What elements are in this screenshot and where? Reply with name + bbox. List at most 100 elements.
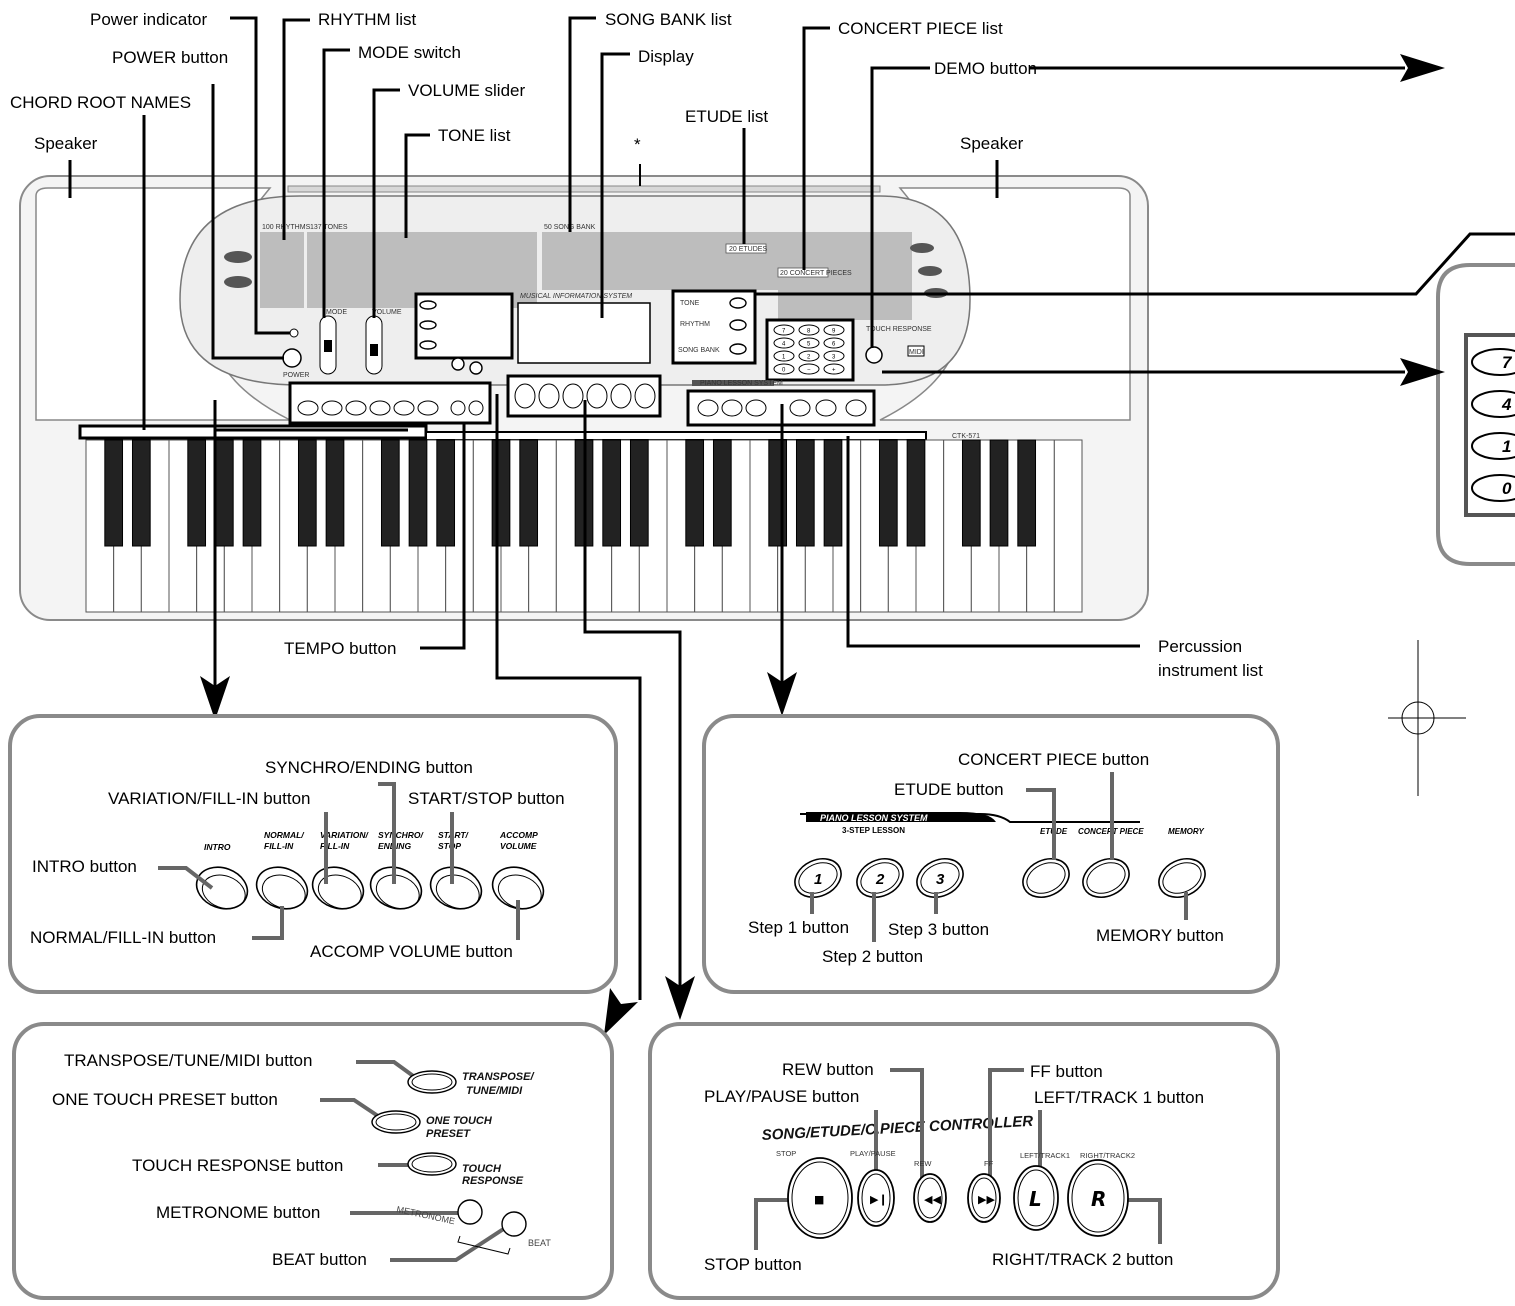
black-key[interactable] [961,439,981,547]
power-button-label: POWER button [112,48,228,67]
beat-button[interactable] [501,1211,527,1237]
numpad-key[interactable] [798,324,820,336]
black-key[interactable] [685,439,705,547]
rew-button[interactable] [913,1173,947,1223]
percussion-label-2: instrument list [1158,661,1263,680]
black-key[interactable] [104,439,124,547]
start-stop-label: START/STOP button [408,789,565,808]
black-key[interactable] [878,439,898,547]
display-label: Display [638,47,694,66]
black-key[interactable] [436,439,456,547]
accomp-mini-button[interactable] [345,400,367,416]
accomp-mini-button[interactable] [321,400,343,416]
touch-cap-2: RESPONSE [462,1175,524,1187]
numpad-key[interactable] [823,363,845,375]
lesson-mini-button[interactable] [745,399,767,417]
song-bank-list-board [542,232,912,290]
ff-button[interactable] [967,1173,1001,1223]
controller-mini-button[interactable] [538,383,560,409]
step-digit: 2 [875,871,885,888]
accomp-mini-button[interactable] [297,400,319,416]
controller-mini-button[interactable] [634,383,656,409]
black-key[interactable] [712,439,732,547]
black-key[interactable] [602,439,622,547]
numpad-key-label: 0 [782,368,786,374]
controller-cap-text: LEFT/TRACK1 [1020,1151,1070,1160]
lesson-mini-button[interactable] [789,399,811,417]
power-indicator-led [289,328,299,338]
accomp-mini-button[interactable] [393,400,415,416]
numpad-key[interactable] [798,337,820,349]
numpad-key[interactable] [773,363,795,375]
black-key[interactable] [906,439,926,547]
tone-button[interactable] [729,297,747,309]
lesson-mini-button[interactable] [845,399,867,417]
step3-label: Step 3 button [888,920,989,939]
metronome-button[interactable] [457,1199,483,1225]
black-key[interactable] [989,439,1009,547]
black-key[interactable] [325,439,345,547]
black-key[interactable] [795,439,815,547]
controller-mini-button[interactable] [562,383,584,409]
accomp-mini-button[interactable] [369,400,391,416]
stop-button[interactable] [787,1157,853,1239]
lesson-mini-button[interactable] [697,399,719,417]
white-key[interactable] [1053,439,1083,613]
numpad-key[interactable] [773,350,795,362]
touch-response-button[interactable] [407,1152,457,1176]
black-key[interactable] [297,439,317,547]
black-key[interactable] [491,439,511,547]
tempo-down-button[interactable] [450,400,466,416]
black-key[interactable] [629,439,649,547]
controller-mini-button[interactable] [514,383,536,409]
tone-list-label: TONE list [438,126,511,145]
numpad-key[interactable] [798,363,820,375]
accomp-cap-text: SYNCHRO/ [378,830,425,840]
numpad-key[interactable] [823,337,845,349]
transpose-button[interactable] [407,1070,457,1094]
black-key[interactable] [187,439,207,547]
demo-button[interactable] [865,346,883,364]
side-numpad-key[interactable] [1471,390,1515,418]
lesson-mini-button[interactable] [815,399,837,417]
side-numpad-key[interactable] [1471,432,1515,460]
black-key[interactable] [519,439,539,547]
black-key[interactable] [408,439,428,547]
side-numpad-key[interactable] [1471,474,1515,502]
numpad-key[interactable] [823,324,845,336]
right-track2-button[interactable] [1067,1159,1129,1237]
registration-mark [1388,640,1466,796]
song-bank-button[interactable] [729,343,747,355]
black-key[interactable] [380,439,400,547]
black-key[interactable] [823,439,843,547]
lesson-mini-button[interactable] [721,399,743,417]
black-key[interactable] [768,439,788,547]
one-touch-preset-button[interactable] [371,1110,421,1134]
midi-logo: MIDI [909,349,924,356]
numpad-key[interactable] [773,337,795,349]
black-key[interactable] [214,439,234,547]
top-callout-lines [68,16,1515,430]
touch-response-label: TOUCH RESPONSE button [132,1156,343,1175]
numpad-key[interactable] [798,350,820,362]
etude-list-tag-text: 20 ETUDES [729,246,767,253]
side-numpad-key[interactable] [1471,348,1515,376]
black-key[interactable] [131,439,151,547]
tempo-up-button[interactable] [468,400,484,416]
rhythm-button[interactable] [729,319,747,331]
power-button[interactable] [282,348,302,368]
controller-mini-button[interactable] [586,383,608,409]
keyboard-body: 100 RHYTHMS 137 TONES 50 SONG BANK 20 ET… [19,175,1149,621]
power-small-caption: POWER [283,372,309,379]
numpad-key[interactable] [823,350,845,362]
one-touch-label: ONE TOUCH PRESET button [52,1090,278,1109]
numpad-key[interactable] [773,324,795,336]
controller-mini-button[interactable] [610,383,632,409]
accomp-mini-button[interactable] [417,400,439,416]
black-key[interactable] [242,439,262,547]
controller-cap-text: RIGHT/TRACK2 [1080,1151,1135,1160]
left-track1-button[interactable] [1013,1165,1059,1231]
play-pause-button[interactable] [857,1169,895,1227]
black-key[interactable] [1017,439,1037,547]
